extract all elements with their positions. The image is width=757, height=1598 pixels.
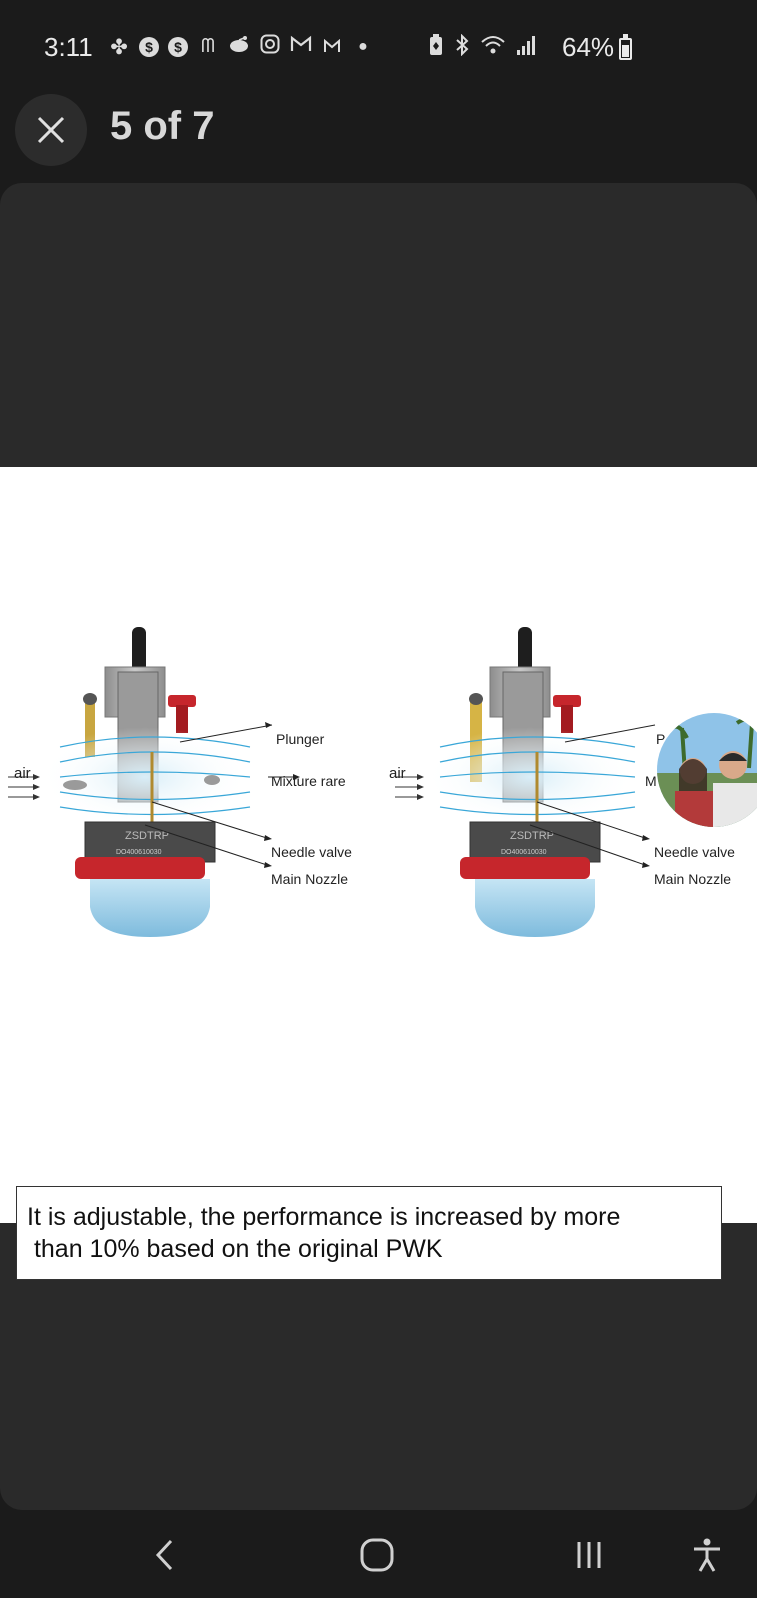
main-nozzle-label-right: Main Nozzle — [654, 871, 732, 887]
home-icon — [360, 1538, 394, 1572]
needle-valve-label-right: Needle valve — [654, 844, 735, 860]
nav-home-button[interactable] — [332, 1512, 422, 1598]
status-time: 3:11 — [44, 32, 93, 62]
back-icon — [155, 1539, 173, 1571]
brand-plate-right: ZSDTRP — [510, 830, 554, 842]
nav-recents-button[interactable] — [544, 1512, 634, 1598]
serial-plate-right: DO400610030 — [501, 849, 547, 856]
air-label-right: air — [389, 765, 406, 782]
left-carburetor: ZSDTRP DO400610030 — [8, 627, 300, 937]
close-button[interactable] — [15, 94, 87, 166]
serial-plate-left: DO400610030 — [116, 849, 162, 856]
wifi-icon — [480, 34, 506, 62]
caption-line-1: It is adjustable, the performance is inc… — [27, 1203, 621, 1231]
mixture-label: Mixture rare — [271, 773, 346, 789]
dollar-icon: $ — [168, 37, 188, 57]
instagram-icon — [259, 34, 281, 60]
status-bar: 3:11 ✤ $ $ ᗰ ● 64% — [0, 0, 757, 98]
image-caption: It is adjustable, the performance is inc… — [16, 1186, 722, 1280]
avatar[interactable] — [655, 711, 757, 829]
signal-icon — [516, 34, 538, 62]
close-icon — [37, 116, 65, 144]
navigation-bar — [0, 1512, 757, 1598]
mixture-label-right-partial: M — [645, 773, 657, 789]
carburetor-diagram: ZSDTRP DO400610030 — [8, 627, 656, 937]
air-label-left: air — [14, 765, 31, 782]
mcdonalds-icon: ᗰ — [201, 36, 215, 57]
caption-line-2: than 10% based on the original PWK — [27, 1235, 443, 1263]
battery-saver-icon — [428, 34, 444, 62]
avatar-photo — [657, 713, 757, 827]
battery-percent: 64% — [562, 32, 615, 62]
product-image[interactable]: ZSDTRP DO400610030 — [0, 467, 757, 1280]
nav-back-button[interactable] — [120, 1512, 210, 1598]
image-viewer[interactable]: ZSDTRP DO400610030 — [0, 183, 757, 1510]
gmail-small-icon — [321, 35, 343, 59]
dollar-icon: $ — [139, 37, 159, 57]
needle-valve-label-left: Needle valve — [271, 844, 352, 860]
battery-icon — [619, 34, 632, 60]
brand-plate-left: ZSDTRP — [125, 830, 169, 842]
recents-icon — [577, 1542, 601, 1568]
plunger-label: Plunger — [276, 731, 325, 747]
reddit-icon — [228, 35, 250, 59]
plunger-label-right-partial: P — [656, 731, 666, 747]
gmail-icon — [290, 35, 312, 59]
right-carburetor: ZSDTRP DO400610030 — [395, 627, 656, 937]
accessibility-icon — [694, 1538, 720, 1572]
image-counter: 5 of 7 — [110, 104, 215, 148]
pinwheel-icon: ✤ — [110, 35, 128, 59]
main-nozzle-label-left: Main Nozzle — [271, 871, 349, 887]
dot-icon: ● — [358, 38, 368, 55]
system-icons — [428, 33, 538, 62]
notification-icons: ✤ $ $ ᗰ ● — [108, 34, 374, 60]
nav-accessibility-button[interactable] — [662, 1512, 752, 1598]
bluetooth-icon — [454, 33, 470, 62]
